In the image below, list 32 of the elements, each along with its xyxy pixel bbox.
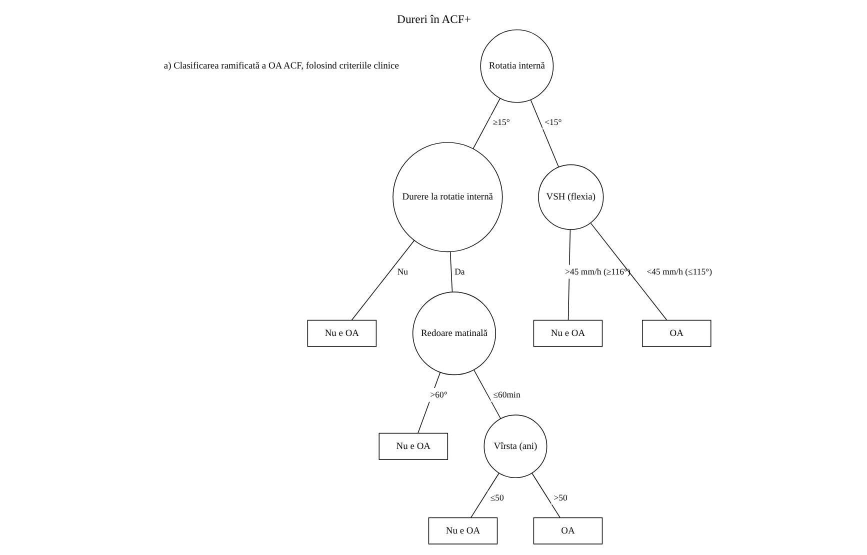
connector xyxy=(531,472,560,518)
connector xyxy=(449,252,452,292)
edge-label: >45 mm/h (≥116°) xyxy=(564,266,630,276)
node-circle: Redoare matinală xyxy=(412,292,496,376)
node-box: Nu e OA xyxy=(532,320,602,347)
node-box: Nu e OA xyxy=(428,517,498,544)
edge-label: >60° xyxy=(430,390,447,400)
connector xyxy=(530,100,558,168)
connector xyxy=(470,472,499,518)
edge-label: ≤60min xyxy=(492,390,520,400)
node-circle: Rotatia internă xyxy=(480,29,554,103)
edge-label: Da xyxy=(454,266,464,276)
connector xyxy=(473,370,501,419)
edge-label: <15° xyxy=(544,117,562,128)
node-box: OA xyxy=(642,320,711,347)
diagram-title: Dureri în ACF+ xyxy=(396,13,470,26)
connector xyxy=(590,222,667,320)
edge-label: ≤50 xyxy=(490,492,504,502)
node-circle: Durere la rotatie internă xyxy=(392,142,502,252)
node-box: OA xyxy=(532,517,602,544)
node-circle: VSH (flexia) xyxy=(538,164,604,230)
edge-label: Nu xyxy=(396,266,408,276)
edge-label: >50 xyxy=(553,492,567,502)
node-box: Nu e OA xyxy=(306,320,376,347)
edge-label: ≥15° xyxy=(492,117,510,128)
label: a) Clasificarea ramificată a OA ACF, folosind criteriile clinice xyxy=(163,62,398,72)
edge-label: <45 mm/h (≤115°) xyxy=(646,266,712,276)
connector xyxy=(350,240,414,321)
connector xyxy=(472,98,500,149)
connector xyxy=(417,372,440,434)
node-circle: Vîrsta (ani) xyxy=(483,414,547,478)
node-box: Nu e OA xyxy=(378,432,448,460)
